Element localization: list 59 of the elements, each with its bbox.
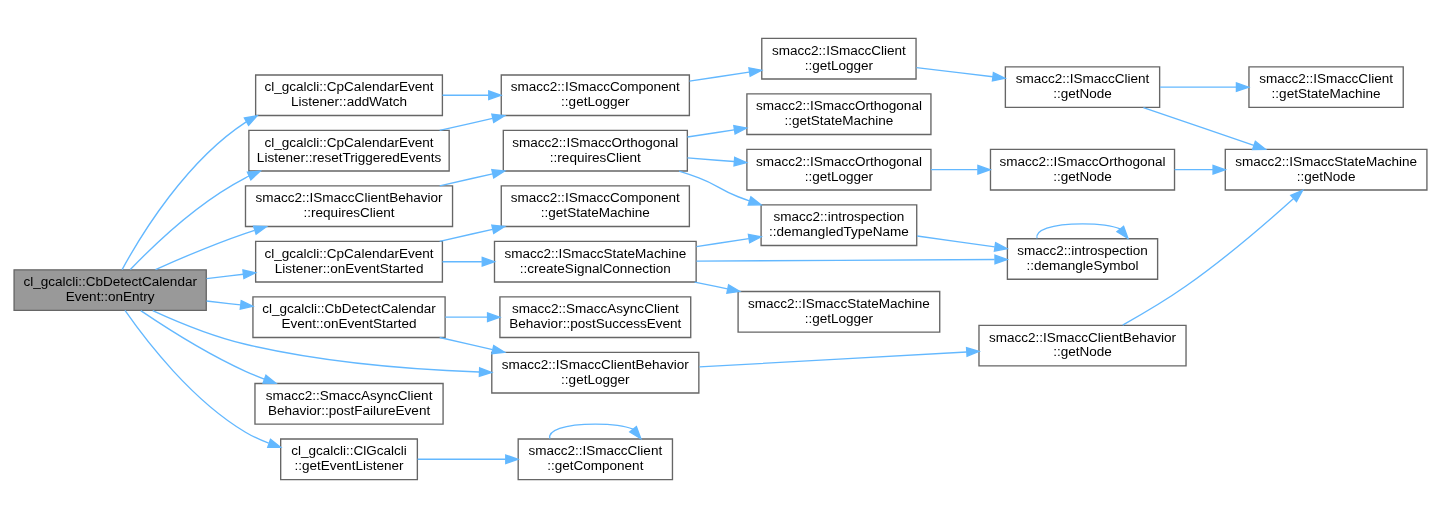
arrow: [915, 66, 1008, 82]
node-box: smacc2::introspection ::demangledTypeName: [760, 203, 918, 246]
arrow: [154, 224, 269, 270]
arrow: [121, 114, 259, 270]
node-box: smacc2::ISmaccOrthogonal ::getNode: [989, 148, 1176, 191]
arrow: [930, 163, 993, 175]
arrow: [152, 309, 494, 377]
node-box: cl_gcalcli::CpCalendarEvent Listener::resetTriggeredEvents: [248, 129, 450, 172]
node-box: smacc2::ISmaccStateMachine ::getNode: [1224, 148, 1428, 191]
arrow: [1173, 163, 1228, 175]
arrow: [1142, 106, 1268, 150]
node-box: smacc2::ISmaccComponent ::getLogger: [500, 73, 691, 116]
node-box: smacc2::ISmaccStateMachine ::createSignalConnection: [493, 240, 697, 283]
node-box: smacc2::ISmaccOrthogonal ::requiresClient: [502, 129, 688, 172]
arrow: [1122, 188, 1305, 326]
arrow: [695, 233, 764, 247]
node-box: cl_gcalcli::CbDetectCalendar Event::onEntry: [13, 268, 207, 311]
node-box: smacc2::introspection ::demangleSymbol: [1006, 237, 1159, 280]
arrow: [686, 124, 749, 138]
node-box: smacc2::ISmaccComponent ::getStateMachine: [500, 184, 691, 227]
arrow: [205, 268, 258, 279]
node-box: smacc2::ISmaccClient ::getLogger: [761, 37, 917, 80]
node-box: smacc2::ISmaccClientBehavior ::getNode: [978, 324, 1187, 367]
arrow: [124, 309, 283, 448]
arrow: [695, 253, 1010, 265]
arrow: [916, 234, 1010, 252]
arrow: [686, 155, 749, 167]
node-box: smacc2::ISmaccOrthogonal ::getStateMachine: [746, 92, 932, 135]
arrow: [439, 112, 507, 131]
node-box: smacc2::SmaccAsyncClient Behavior::postFailureEvent: [254, 382, 444, 425]
arrow: [678, 169, 764, 206]
node-box: smacc2::ISmaccClientBehavior ::getLogger: [491, 351, 700, 394]
node-box: smacc2::ISmaccClientBehavior ::requiresClient: [244, 184, 454, 227]
node-box: smacc2::ISmaccStateMachine ::getLogger: [737, 290, 941, 333]
arrow: [441, 89, 503, 100]
arrow: [129, 169, 263, 270]
node-box: cl_gcalcli::CpCalendarEvent Listener::addWatch: [254, 73, 444, 116]
arrow: [205, 299, 255, 310]
arrow: [693, 280, 742, 294]
arrow: [439, 168, 507, 187]
arrow: [441, 256, 497, 267]
node-box: smacc2::ISmaccOrthogonal ::getLogger: [746, 148, 932, 191]
node-box: smacc2::SmaccAsyncClient Behavior::postSuccessEvent: [499, 295, 692, 338]
node-box: cl_gcalcli::ClGcalcli ::getEventListener: [280, 437, 419, 480]
node-box: smacc2::ISmaccClient ::getNode: [1004, 65, 1161, 108]
arrow: [1159, 81, 1251, 92]
arrow: [688, 66, 764, 82]
arrow: [1036, 222, 1130, 240]
node-box: smacc2::ISmaccClient ::getStateMachine: [1248, 65, 1404, 108]
node-box: smacc2::ISmaccClient ::getComponent: [517, 437, 674, 480]
arrow: [416, 453, 520, 464]
arrow: [439, 223, 507, 242]
node-box: cl_gcalcli::CbDetectCalendar Event::onEventStarted: [252, 295, 446, 338]
arrow: [140, 309, 278, 384]
arrow: [444, 311, 502, 322]
arrow: [698, 346, 981, 368]
node-box: cl_gcalcli::CpCalendarEvent Listener::onEventStarted: [254, 240, 444, 283]
arrow: [549, 422, 643, 440]
arrow: [439, 336, 507, 355]
